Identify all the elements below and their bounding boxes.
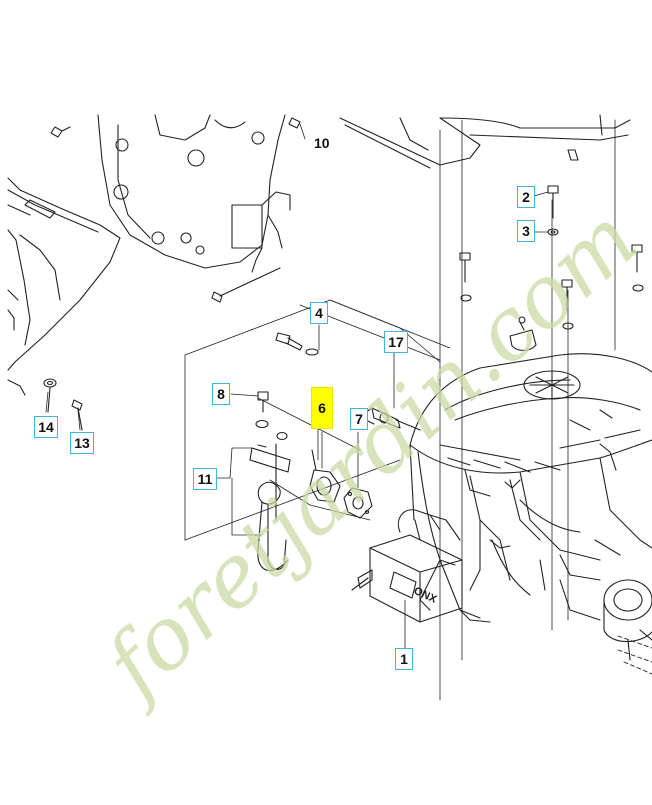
callout-14: 14 — [34, 416, 58, 438]
callout-3: 3 — [517, 220, 535, 242]
callout-7: 7 — [350, 408, 368, 430]
right-bolts-drawing — [459, 185, 644, 330]
engine-brand-mark: ONX — [412, 585, 439, 606]
clamp-11-drawing — [249, 431, 291, 572]
bracket-drawing — [339, 114, 631, 169]
muffler-drawing — [351, 509, 463, 623]
assembly-frame-drawing — [184, 119, 616, 701]
callout-6-highlighted: 6 — [311, 387, 333, 429]
callout-1: 1 — [395, 648, 413, 670]
deck-cover-drawing — [7, 177, 121, 396]
gasket-6-drawing — [309, 449, 341, 503]
callout-13: 13 — [70, 432, 94, 454]
washer-bolt-drawing — [43, 378, 83, 431]
callout-11: 11 — [193, 468, 217, 490]
top-left-bolt-drawing — [50, 117, 301, 138]
sensor-17-drawing — [365, 407, 421, 431]
bolt-8-drawing — [255, 391, 269, 429]
gasket-7-drawing — [343, 487, 373, 519]
callout-2: 2 — [517, 186, 535, 208]
dashed-lines-drawing — [617, 635, 652, 675]
callout-17: 17 — [384, 331, 408, 353]
label-10: 10 — [314, 135, 330, 151]
callout-8: 8 — [212, 383, 230, 405]
leader-lines-drawing — [45, 123, 549, 655]
callout-4: 4 — [310, 302, 328, 324]
engine-drawing — [409, 316, 652, 661]
frame-housing-drawing — [97, 114, 291, 273]
bolt-4-drawing — [275, 332, 319, 356]
